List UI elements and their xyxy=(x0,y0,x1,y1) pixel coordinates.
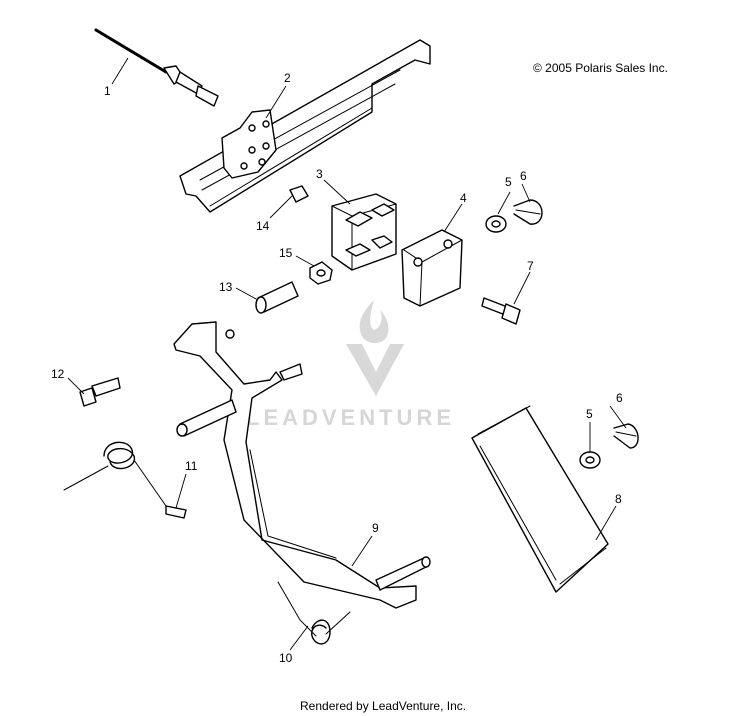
part-15-nut xyxy=(309,261,333,285)
callout-5-top: 5 xyxy=(505,175,512,189)
part-6-hair-pin-top xyxy=(513,199,543,225)
part-6-hair-pin-lower xyxy=(613,423,639,449)
part-14-nut xyxy=(289,185,309,203)
callout-8: 8 xyxy=(615,492,622,506)
copyright-notice: © 2005 Polaris Sales Inc. xyxy=(533,61,668,75)
callout-14: 14 xyxy=(256,219,270,233)
callout-7: 7 xyxy=(527,259,534,273)
callout-15: 15 xyxy=(279,246,293,260)
part-8-pedal-pad xyxy=(471,405,609,593)
part-5-washer-lower xyxy=(579,451,601,469)
callout-10: 10 xyxy=(279,651,293,665)
callout-2: 2 xyxy=(284,71,291,85)
part-5-washer-top xyxy=(485,215,507,233)
callout-9: 9 xyxy=(372,521,379,535)
part-1-cable xyxy=(94,28,219,107)
part-2-frame-rail xyxy=(179,39,431,213)
callout-3: 3 xyxy=(316,167,323,181)
part-10-spring xyxy=(277,581,351,645)
part-12-bolt xyxy=(79,377,121,407)
part-4-cap xyxy=(401,229,463,307)
part-7-bolt xyxy=(481,297,521,325)
callout-11: 11 xyxy=(185,459,198,473)
callout-labels: 1 2 3 4 5 6 7 8 9 10 11 12 13 14 15 5 6 xyxy=(51,71,623,665)
callout-12: 12 xyxy=(51,367,65,381)
callout-5-lower: 5 xyxy=(586,407,593,421)
callout-6-lower: 6 xyxy=(616,391,623,405)
part-9-pedal-arm xyxy=(173,321,431,609)
leadventure-watermark: LEADVENTURE xyxy=(246,300,455,430)
callout-13: 13 xyxy=(219,280,233,294)
leader-lines xyxy=(67,57,627,651)
callout-1: 1 xyxy=(104,84,111,98)
callout-6-top: 6 xyxy=(520,169,527,183)
part-11-torsion-spring xyxy=(63,441,187,519)
callout-4: 4 xyxy=(460,191,467,205)
part-3-block xyxy=(331,193,397,271)
part-13-sleeve xyxy=(255,281,299,314)
v-logo-icon xyxy=(346,344,404,396)
watermark-text: LEADVENTURE xyxy=(246,405,455,430)
footer-credit: Rendered by LeadVenture, Inc. xyxy=(300,699,466,713)
flame-icon xyxy=(359,300,389,344)
